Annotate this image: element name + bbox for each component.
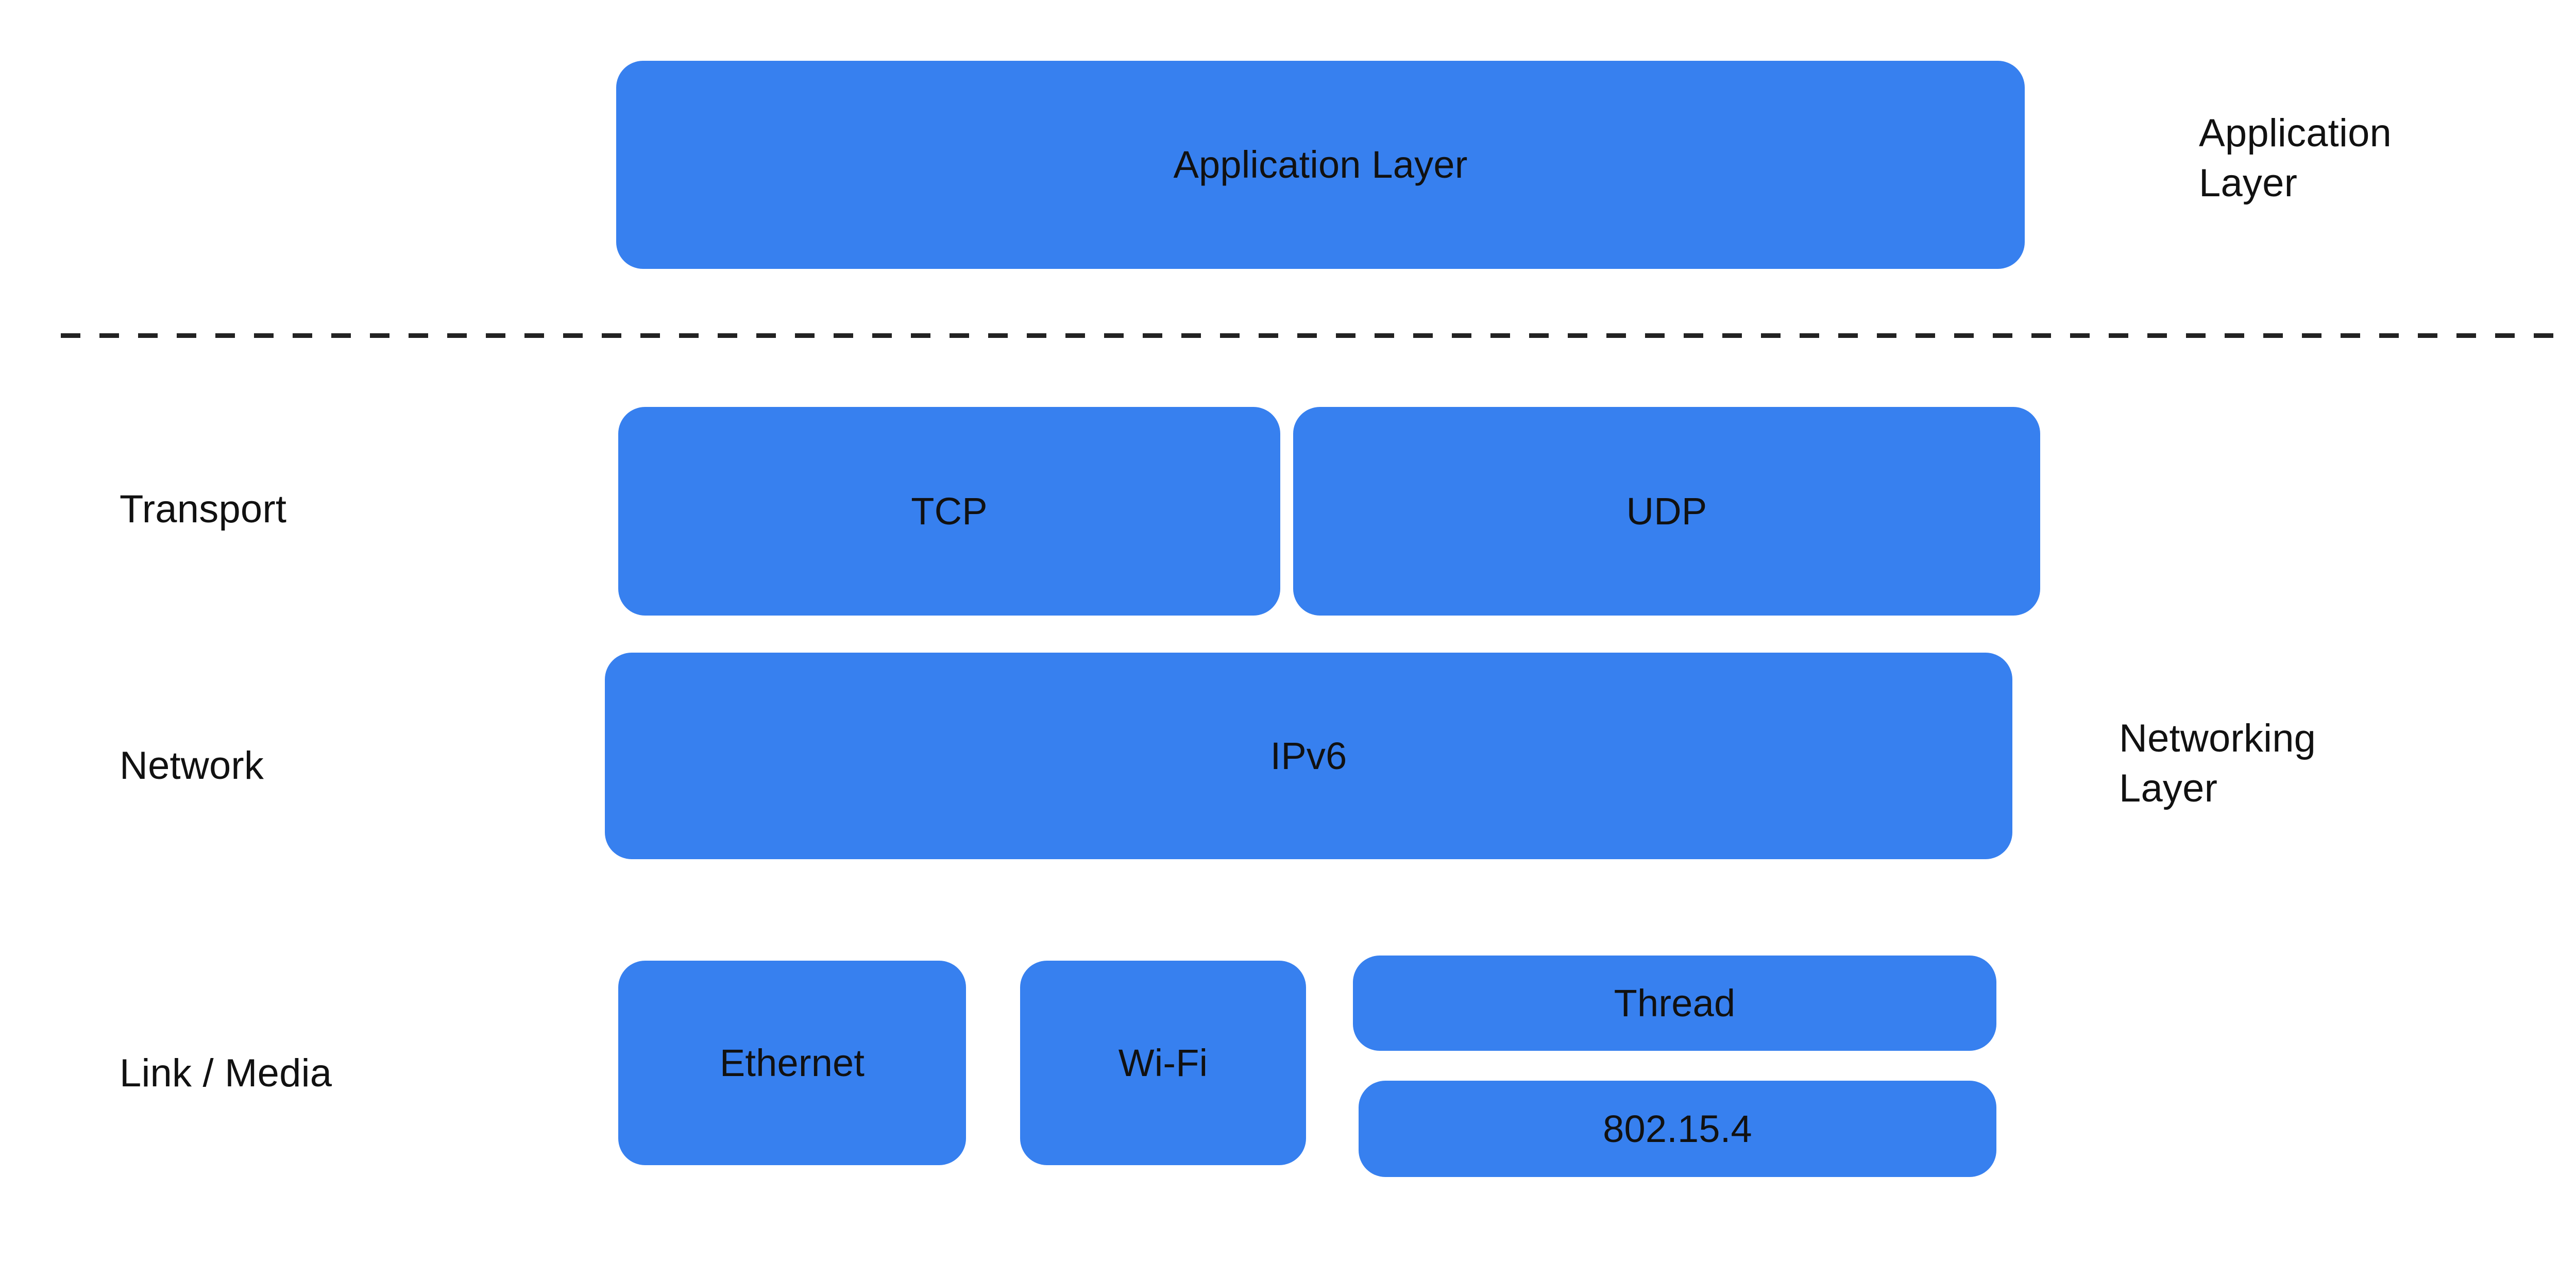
row-label-link-media: Link / Media <box>120 1051 332 1095</box>
group-label-application-layer-line2: Layer <box>2199 161 2298 206</box>
box-ipv6-label: IPv6 <box>1270 734 1347 777</box>
box-udp-label: UDP <box>1626 489 1707 533</box>
box-ethernet[interactable]: Ethernet <box>618 961 966 1165</box>
box-ethernet-label: Ethernet <box>719 1041 865 1084</box>
group-label-application-layer-line1: Application <box>2199 111 2392 155</box>
box-wifi-label: Wi-Fi <box>1118 1041 1208 1084</box>
box-udp[interactable]: UDP <box>1293 407 2040 616</box>
row-label-network: Network <box>120 744 264 788</box>
group-label-networking-layer: Networking Layer <box>2119 713 2449 814</box>
group-label-application-layer: Application Layer <box>2199 108 2529 209</box>
box-wifi[interactable]: Wi-Fi <box>1020 961 1306 1165</box>
box-thread[interactable]: Thread <box>1353 956 1996 1051</box>
box-application-layer-label: Application Layer <box>1173 143 1468 186</box>
box-application-layer[interactable]: Application Layer <box>616 61 2025 269</box>
group-label-networking-layer-line2: Layer <box>2119 766 2218 811</box>
row-label-transport: Transport <box>120 487 287 531</box>
group-label-networking-layer-line1: Networking <box>2119 717 2316 760</box>
box-802-15-4[interactable]: 802.15.4 <box>1359 1081 1996 1177</box>
box-ipv6[interactable]: IPv6 <box>605 653 2012 859</box>
box-tcp[interactable]: TCP <box>618 407 1280 616</box>
box-tcp-label: TCP <box>911 489 988 533</box>
box-802-15-4-label: 802.15.4 <box>1603 1107 1752 1150</box>
dashed-divider <box>61 333 2557 338</box>
box-thread-label: Thread <box>1614 981 1736 1025</box>
